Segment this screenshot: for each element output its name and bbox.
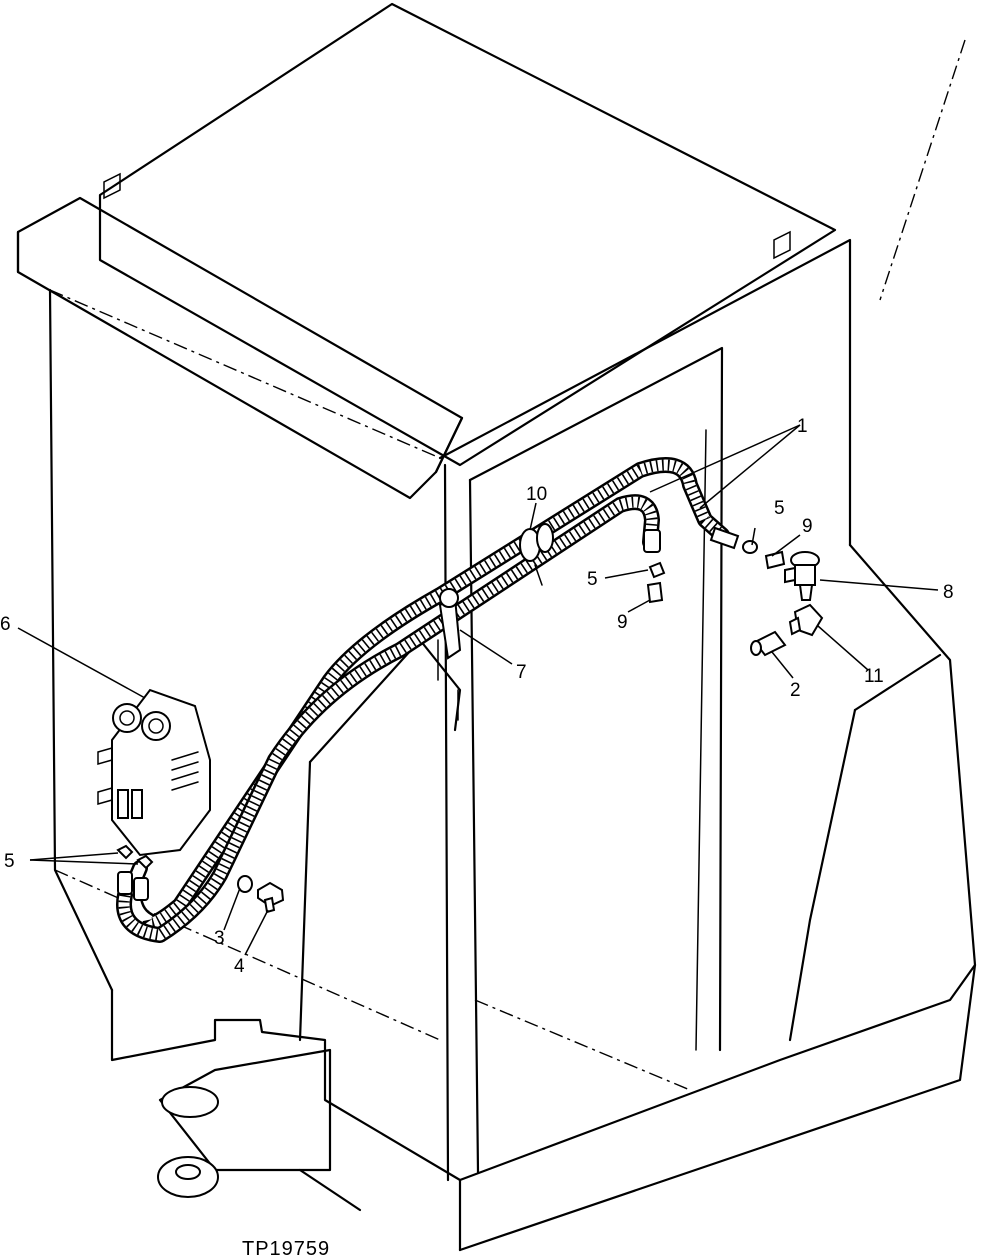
callout-2: 2 — [790, 680, 801, 701]
figure-reference-code: TP19759 — [242, 1238, 330, 1260]
heater-hoses — [116, 457, 740, 943]
pivot-mount — [157, 1048, 362, 1212]
cab-enclosure — [16, 2, 977, 1252]
callout-5a: 5 — [4, 851, 15, 872]
callout-10: 10 — [526, 484, 547, 505]
callout-5b: 5 — [587, 569, 598, 590]
callouts: 1 2 3 4 5 5 5 6 7 8 9 9 10 11 — [0, 416, 954, 977]
callout-11: 11 — [864, 666, 884, 687]
callout-3: 3 — [214, 928, 225, 949]
heater-unit — [97, 688, 211, 857]
callout-9b: 9 — [802, 516, 813, 537]
callout-5c: 5 — [774, 498, 785, 519]
callout-9a: 9 — [617, 612, 628, 633]
callout-6: 6 — [0, 614, 11, 635]
callout-8: 8 — [943, 582, 954, 603]
callout-4: 4 — [234, 956, 245, 977]
callout-1: 1 — [797, 416, 808, 437]
callout-7: 7 — [516, 662, 527, 683]
leader-lines — [17, 424, 939, 956]
